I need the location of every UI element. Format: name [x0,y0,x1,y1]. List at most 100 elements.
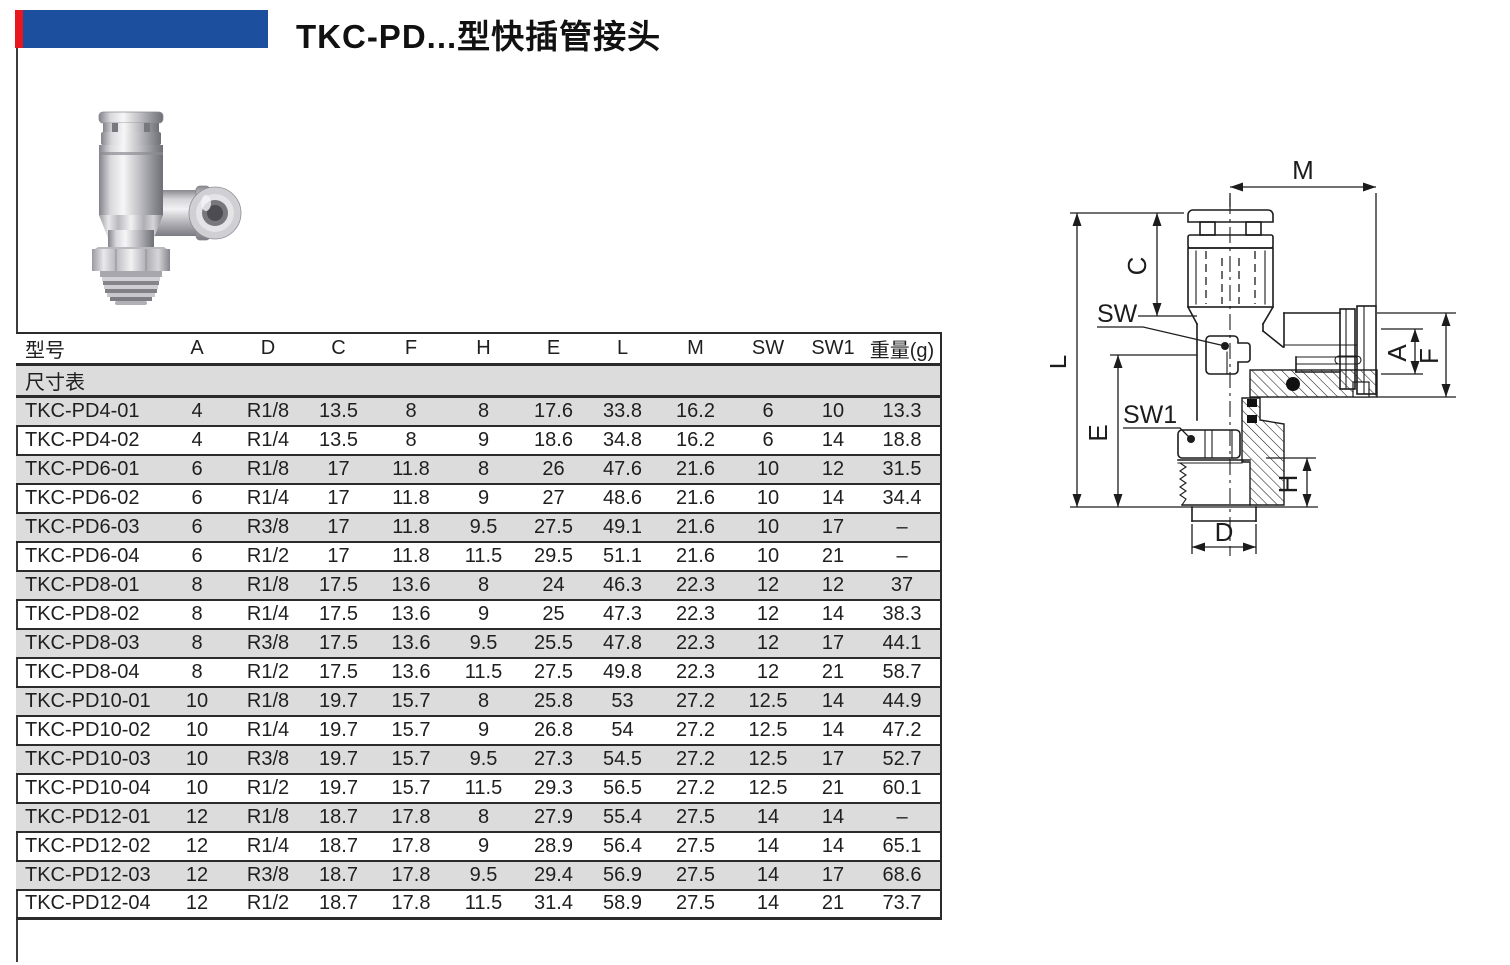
value-cell: R1/8 [246,805,290,828]
value-cell: 46.3 [603,573,642,596]
value-cell: – [896,515,908,538]
value-cell: 58.9 [603,892,642,915]
value-cell: 34.8 [603,428,642,451]
model-cell: TKC-PD12-02 [25,834,151,857]
value-cell: R1/4 [246,718,290,741]
value-cell: 17.5 [319,573,358,596]
value-cell: 17 [327,515,350,538]
model-cell: TKC-PD8-02 [25,602,140,625]
model-cell: TKC-PD10-02 [25,718,151,741]
column-header: E [546,337,561,359]
value-cell: 73.7 [882,892,922,915]
value-cell: 13.6 [391,602,431,625]
value-cell: 9.5 [469,631,498,654]
model-cell: TKC-PD12-01 [25,805,151,828]
page-title: TKC-PD...型快插管接头 [296,18,662,55]
value-cell: 27.2 [676,689,715,712]
value-cell: 15.7 [391,747,431,770]
value-cell: 9.5 [469,863,498,886]
value-cell: R1/2 [246,776,290,799]
value-cell: 17 [821,863,845,886]
value-cell: R1/4 [246,486,290,509]
value-cell: 10 [756,486,780,509]
value-cell: 17.8 [391,805,431,828]
value-cell: 14 [756,863,780,886]
dimension-labels: M L C E A F H D SW SW1 [1050,155,1444,547]
model-cell: TKC-PD10-03 [25,747,151,770]
column-header: F [404,337,418,359]
value-cell: 19.7 [319,776,358,799]
value-cell: 68.6 [882,863,922,886]
value-cell: 8 [477,457,490,480]
dim-label-f: F [1414,348,1444,364]
value-cell: 44.9 [882,689,922,712]
value-cell: 10 [756,457,780,480]
value-cell: 8 [191,573,203,596]
section-hatching [1241,369,1378,506]
value-cell: 14 [756,892,780,915]
column-header: 型号 [25,340,65,362]
value-cell: 17 [327,544,350,567]
dimension-lines [1070,182,1456,554]
model-cell: TKC-PD8-01 [25,573,140,596]
dim-label-l: L [1050,355,1072,369]
value-cell: 22.3 [676,602,715,625]
value-cell: 34.4 [882,486,922,509]
value-cell: 13.3 [882,399,922,422]
value-cell: 12 [756,573,780,596]
value-cell: 19.7 [319,718,358,741]
dim-label-a: A [1382,344,1412,362]
value-cell: 13.5 [319,428,358,451]
value-cell: 9 [477,718,490,741]
value-cell: 14 [821,718,845,741]
value-cell: 47.3 [603,602,642,625]
value-cell: 9 [477,602,490,625]
value-cell: 22.3 [676,631,715,654]
value-cell: 27.2 [676,718,715,741]
value-cell: 25.5 [534,631,573,654]
value-cell: 15.7 [391,689,431,712]
value-cell: 38.3 [882,602,922,625]
value-cell: R1/4 [246,602,290,625]
value-cell: 11.8 [392,486,430,509]
column-header: M [687,337,704,359]
column-header: L [616,337,629,359]
value-cell: 51.1 [603,544,642,567]
value-cell: R1/2 [246,660,290,683]
column-header: H [476,337,491,359]
value-cell: 53 [611,689,634,712]
value-cell: 11.5 [464,892,503,915]
value-cell: 49.1 [603,515,642,538]
model-cell: TKC-PD10-01 [25,689,151,712]
value-cell: 12.5 [748,776,788,799]
product-photo [92,111,242,305]
value-cell: 27.2 [676,747,715,770]
value-cell: 11.8 [392,544,430,567]
value-cell: 13.6 [391,573,431,596]
value-cell: 14 [821,805,845,828]
value-cell: 8 [191,631,203,654]
value-cell: 29.4 [534,863,573,886]
column-header: C [331,337,346,359]
value-cell: 14 [821,834,845,857]
value-cell: 8 [477,689,490,712]
value-cell: 44.1 [882,631,922,654]
value-cell: 47.2 [882,718,922,741]
value-cell: 12 [185,805,209,828]
value-cell: 26 [542,457,565,480]
value-cell: R3/8 [246,631,290,654]
value-cell: 37 [890,573,914,596]
value-cell: 8 [477,805,490,828]
value-cell: 17.5 [319,660,358,683]
value-cell: 11.8 [392,457,430,480]
value-cell: 6 [191,515,203,538]
value-cell: 31.4 [534,892,573,915]
value-cell: 21 [821,776,845,799]
value-cell: R1/4 [246,428,290,451]
